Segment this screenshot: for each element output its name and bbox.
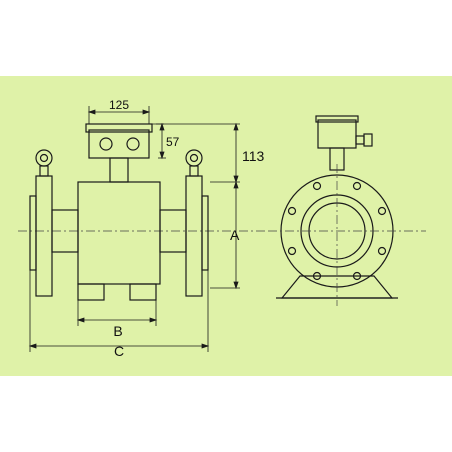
drawing-panel: 125 57 113 A B C [0,76,452,376]
foot-left [77,283,105,301]
cable-gland-icon [355,133,373,147]
dim-b-label: B [113,323,122,339]
foot-right [129,283,157,301]
dim-c-label: C [114,343,124,359]
terminal-box-bolt-left [99,137,113,151]
panel-background [0,76,452,376]
dim-a-label: A [230,227,240,243]
flange-right-face [201,195,209,271]
terminal-box-bolt-right [126,137,140,151]
flowmeter-dimension-drawing: 125 57 113 A B C [0,76,452,376]
dim-113-label: 113 [242,148,265,164]
terminal-box-lid [85,123,153,133]
dim-125-label: 125 [109,98,129,112]
side-view [18,123,268,301]
end-terminal-lid [315,115,359,123]
lifting-eye-icon [185,149,203,177]
flange-left-face [29,195,37,271]
lifting-eye-icon [35,149,53,177]
end-view [268,115,426,306]
dim-57-label: 57 [166,135,180,149]
dimension-lines [28,106,240,352]
